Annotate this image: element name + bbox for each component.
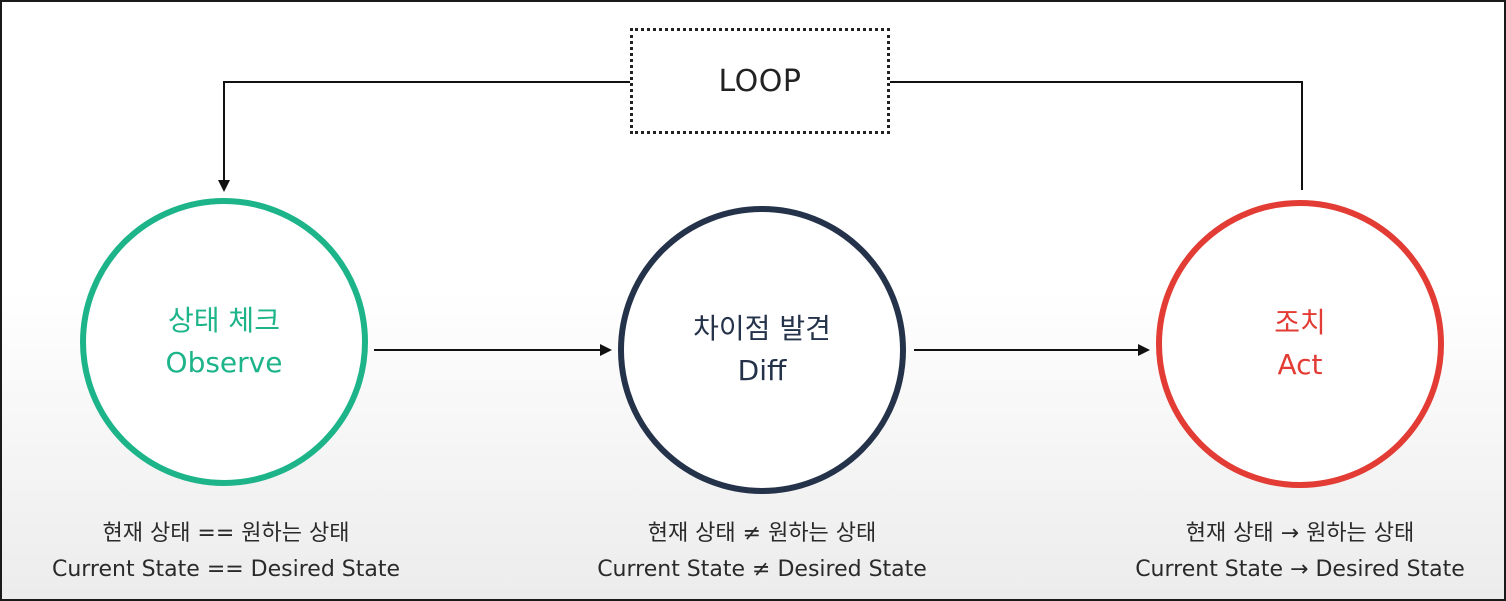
act-node-english-label: Act (1277, 348, 1323, 381)
diff-node-english-label: Diff (737, 354, 787, 387)
observe-node: 상태 체크 Observe (80, 198, 368, 486)
act-caption-korean: 현재 상태 → 원하는 상태 (1185, 521, 1415, 546)
observe-node-korean-label: 상태 체크 (168, 304, 280, 337)
act-caption-english: Current State → Desired State (1135, 557, 1465, 582)
observe-node-english-label: Observe (165, 346, 283, 379)
observe-caption-english: Current State == Desired State (51, 557, 401, 582)
diff-node: 차이점 발견 Diff (618, 206, 906, 494)
act-node: 조치 Act (1156, 200, 1444, 488)
act-node-korean-label: 조치 (1274, 306, 1326, 339)
loop-return-line (890, 81, 1303, 190)
observe-caption: 현재 상태 == 원하는 상태 Current State == Desired… (16, 516, 436, 588)
diff-node-korean-label: 차이점 발견 (693, 312, 831, 345)
diff-caption-korean: 현재 상태 ≠ 원하는 상태 (647, 521, 877, 546)
observe-caption-korean: 현재 상태 == 원하는 상태 (102, 521, 350, 546)
diff-caption-english: Current State ≠ Desired State (597, 557, 927, 582)
loop-box: LOOP (630, 28, 890, 134)
loop-label: LOOP (718, 63, 802, 99)
diff-caption: 현재 상태 ≠ 원하는 상태 Current State ≠ Desired S… (552, 516, 972, 588)
act-caption: 현재 상태 → 원하는 상태 Current State → Desired S… (1090, 516, 1504, 588)
loop-to-observe-arrow (218, 81, 630, 192)
